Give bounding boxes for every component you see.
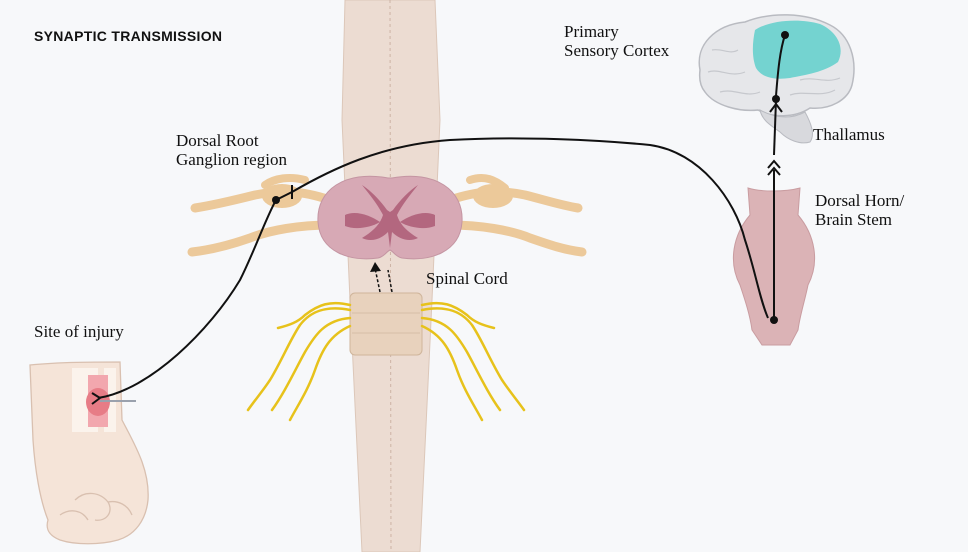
right-ganglion	[473, 184, 513, 208]
label-primary-line1: Primary	[564, 22, 669, 41]
arm-icon	[30, 362, 148, 544]
label-thalamus: Thallamus	[813, 125, 885, 144]
label-dorsal-horn: Dorsal Horn/ Brain Stem	[815, 191, 904, 229]
label-site-of-injury: Site of injury	[34, 322, 124, 341]
label-primary-sensory-cortex: Primary Sensory Cortex	[564, 22, 669, 60]
label-drg-line1: Dorsal Root	[176, 131, 287, 150]
label-dorsal-horn-line1: Dorsal Horn/	[815, 191, 904, 210]
label-drg-line2: Ganglion region	[176, 150, 287, 169]
label-spinal-cord: Spinal Cord	[426, 269, 508, 288]
label-dorsal-horn-line2: Brain Stem	[815, 210, 904, 229]
label-primary-line2: Sensory Cortex	[564, 41, 669, 60]
spinal-cord-cross-section	[318, 176, 462, 259]
vertebra-icon	[350, 293, 422, 355]
diagram-title: SYNAPTIC TRANSMISSION	[34, 28, 222, 44]
label-dorsal-root-ganglion: Dorsal Root Ganglion region	[176, 131, 287, 169]
